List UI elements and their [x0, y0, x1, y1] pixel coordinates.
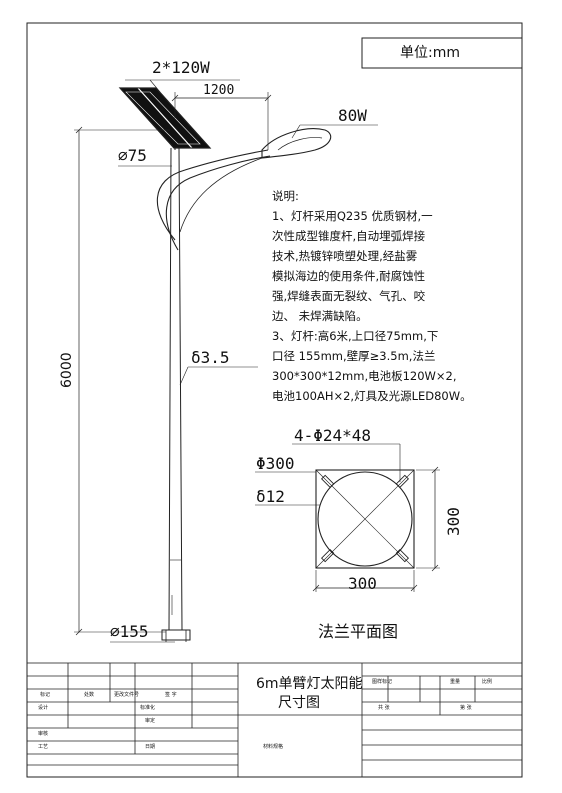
- notes-block: 说明: 1、灯杆采用Q235 优质钢材,一 次性成型锥度杆,自动埋弧焊接 技术,…: [272, 186, 522, 406]
- flange-plate: [315, 469, 415, 569]
- notes-line: 技术,热镀锌喷塑处理,经盐雾: [272, 249, 418, 263]
- flange-width-label: 300: [348, 574, 377, 593]
- flange-caption: 法兰平面图: [318, 622, 399, 641]
- tb-tuyang: 图样标记: [372, 679, 393, 685]
- tb-zhongliang: 重量: [450, 679, 461, 685]
- flange-circle: [317, 471, 413, 567]
- arm-length-label: 1200: [203, 83, 235, 98]
- flange-thickness-label: δ12: [256, 487, 285, 506]
- bolt-holes: [320, 474, 410, 563]
- flange-holes-label: 4-Φ24*48: [294, 426, 372, 445]
- notes-line: 次性成型锥度杆,自动埋弧焊接: [272, 229, 426, 243]
- pole-drawing: [74, 79, 378, 643]
- bottom-diameter-label: ∅155: [110, 622, 149, 641]
- notes-line: 强,焊缝表面无裂纹、气孔、咬: [272, 289, 426, 303]
- panel-power-label: 2*120W: [152, 58, 210, 77]
- top-diameter-label: ∅75: [118, 146, 147, 165]
- unit-box: [361, 37, 523, 69]
- tb-riqi: 日期: [145, 744, 156, 750]
- notes-title: 说明:: [272, 189, 299, 203]
- pole-height-label: 6000: [59, 352, 75, 388]
- flange-height-label: 300: [444, 507, 463, 536]
- flange-plan: [255, 443, 440, 592]
- notes-line: 300*300*12mm,电池板120W×2,: [272, 369, 457, 383]
- drawing-title-line1: 6m单臂灯太阳能: [256, 676, 363, 692]
- title-block: [26, 662, 523, 778]
- notes-line: 口径 155mm,壁厚≥3.5m,法兰: [272, 349, 436, 363]
- pole-shaft: [168, 147, 183, 631]
- tb-shenhe: 审核: [38, 731, 49, 737]
- pole-base: [161, 629, 191, 641]
- tb-di: 第 张: [460, 705, 472, 711]
- notes-line: 电池100AH×2,灯具及光源LED80W。: [272, 389, 472, 403]
- lamp-arm: [156, 149, 269, 241]
- tb-cailiao: 材料规格: [263, 744, 284, 750]
- tb-bili: 比例: [482, 679, 493, 685]
- drawing-title-line2: 尺寸图: [278, 695, 320, 711]
- tb-sheji: 设计: [38, 705, 49, 711]
- notes-line: 边、 未焊满缺陷。: [272, 309, 368, 323]
- tb-qianzi: 签 字: [165, 692, 177, 698]
- tb-biaoji: 标记: [40, 692, 51, 698]
- flange-circle-label: Φ300: [256, 454, 295, 473]
- notes-line: 3、灯杆:高6米,上口径75mm,下: [272, 329, 439, 343]
- tb-shending: 审定: [145, 718, 156, 724]
- notes-line: 模拟海边的使用条件,耐腐蚀性: [272, 269, 426, 283]
- tb-gongyi: 工艺: [38, 744, 49, 750]
- notes-line: 1、灯杆采用Q235 优质钢材,一: [272, 209, 433, 223]
- lamp-power-label: 80W: [338, 106, 367, 125]
- solar-panels: [118, 87, 212, 149]
- tb-gong: 共 张: [378, 705, 390, 711]
- tb-genggai: 更改文件号: [114, 692, 140, 698]
- tb-chushu: 处数: [84, 692, 95, 698]
- wall-thickness-label: δ3.5: [191, 348, 230, 367]
- unit-label: 单位:mm: [400, 45, 460, 61]
- lamp-head: [261, 128, 332, 159]
- tb-biaozhunhua: 标准化: [140, 705, 156, 711]
